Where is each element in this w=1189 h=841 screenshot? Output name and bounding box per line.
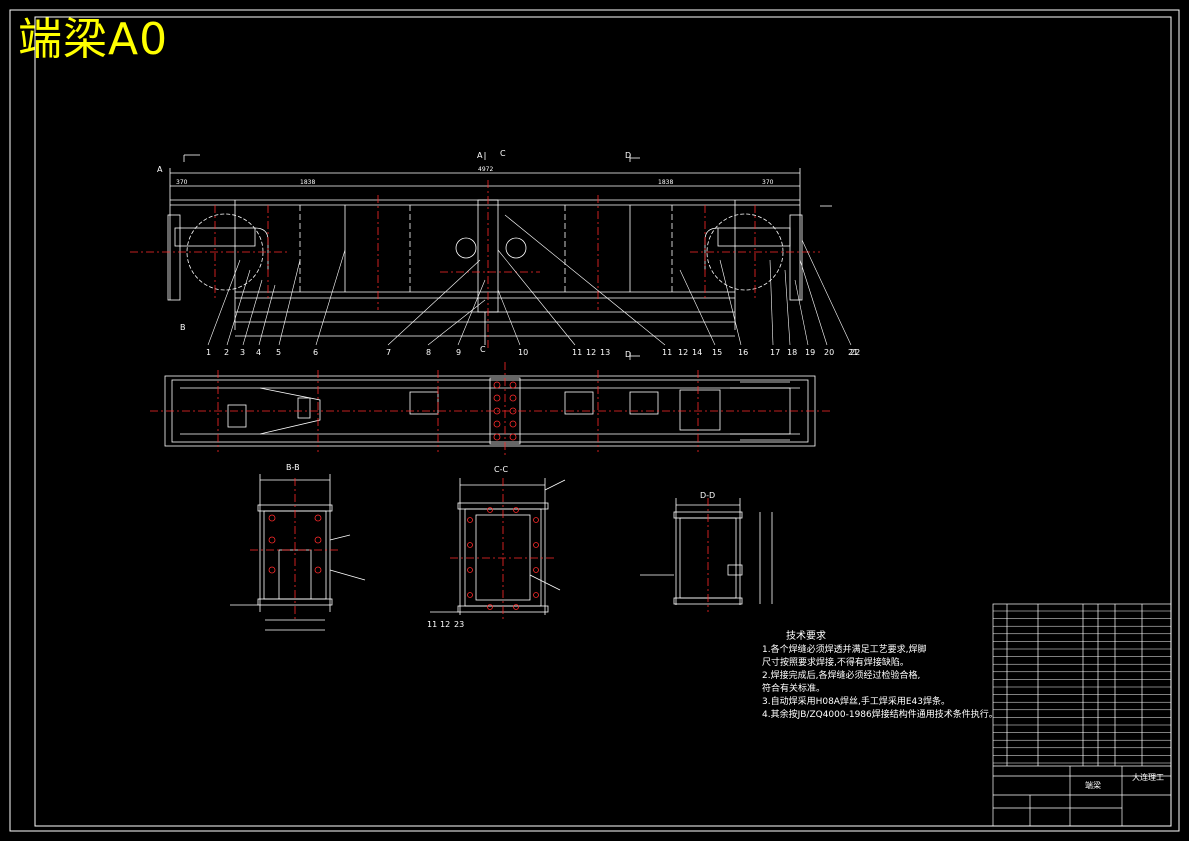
view-marker-a-left: A [157, 165, 163, 174]
view-marker-c-top: C [500, 149, 506, 158]
section-c-balloon-label: 23 [454, 620, 464, 629]
balloon-label: 19 [805, 348, 815, 357]
tech-requirement-line: 4.其余按JB/ZQ4000-1986焊接结构件通用技术条件执行。 [762, 710, 998, 720]
section-d [640, 498, 773, 605]
section-b [230, 474, 366, 631]
right-end-dimension: 370 [762, 179, 774, 186]
overall-dimension: 4972 [478, 166, 493, 173]
balloon-label: 14 [692, 348, 702, 357]
plan-view-holes [493, 381, 517, 441]
balloon-label: 1 [206, 348, 211, 357]
balloon-label: 12 [586, 348, 596, 357]
balloon-label: 21 [848, 348, 858, 357]
balloon-label: 12 [678, 348, 688, 357]
balloon-label: 22 [850, 348, 860, 357]
view-marker-d-mid: D [625, 350, 631, 359]
balloon-label: 16 [738, 348, 748, 357]
section-c-holes [467, 507, 539, 610]
front-view [167, 168, 803, 345]
view-marker-b-left: B [180, 323, 186, 332]
title-block-project: 大连理工 [1132, 772, 1164, 782]
tech-requirement-line: 尺寸按照要求焊接,不得有焊接缺陷。 [762, 658, 909, 668]
section-label-b: B-B [286, 463, 300, 472]
view-marker-a-top: A [477, 151, 483, 160]
section-c-balloon-label: 11 [427, 620, 437, 629]
outer-border [9, 9, 1180, 832]
balloon-label: 20 [824, 348, 834, 357]
tech-requirement-line: 3.自动焊采用H08A焊丝,手工焊采用E43焊条。 [762, 697, 950, 707]
section-c-balloon-label: 12 [440, 620, 450, 629]
balloon-label: 5 [276, 348, 281, 357]
balloon-label: 9 [456, 348, 461, 357]
section-c-centerline [450, 478, 556, 622]
balloon-label: 8 [426, 348, 431, 357]
balloon-label: 2 [224, 348, 229, 357]
parts-list-rows [993, 610, 1171, 764]
balloon-label: 11 [662, 348, 672, 357]
balloon-label: 17 [770, 348, 780, 357]
balloon-label: 10 [518, 348, 528, 357]
section-label-c: C-C [494, 465, 508, 474]
balloon-label: 7 [386, 348, 391, 357]
tech-requirement-line: 2.焊接完成后,各焊缝必须经过检验合格, [762, 671, 921, 681]
front-view-centerlines [130, 180, 820, 350]
title-block-part-name: 端梁 [1085, 780, 1101, 790]
balloon-label: 15 [712, 348, 722, 357]
left-end-dimension: 370 [176, 179, 188, 186]
sheet-title: 端梁A0 [18, 14, 169, 65]
title-block [992, 603, 1172, 827]
balloon-label: 13 [600, 348, 610, 357]
plan-view-centerlines [150, 362, 830, 455]
balloon-label: 6 [313, 348, 318, 357]
view-marker-d-top: D [625, 151, 631, 160]
view-marker-c-mid: C [480, 345, 486, 354]
section-c [430, 478, 566, 615]
tech-requirement-line: 符合有关标准。 [762, 684, 826, 694]
right-span-dimension: 1838 [658, 179, 673, 186]
section-b-holes [268, 514, 322, 574]
balloon-label: 11 [572, 348, 582, 357]
section-b-centerline [250, 478, 340, 620]
leader-lines [207, 214, 852, 346]
balloon-label: 18 [787, 348, 797, 357]
tech-requirements-heading: 技术要求 [786, 631, 826, 642]
view-marker-lines [183, 152, 832, 360]
tech-requirement-line: 1.各个焊缝必须焊透并满足工艺要求,焊脚 [762, 645, 927, 655]
inner-border [34, 16, 1172, 827]
left-span-dimension: 1838 [300, 179, 315, 186]
section-label-d: D-D [700, 491, 715, 500]
balloon-label: 4 [256, 348, 261, 357]
balloon-label: 3 [240, 348, 245, 357]
